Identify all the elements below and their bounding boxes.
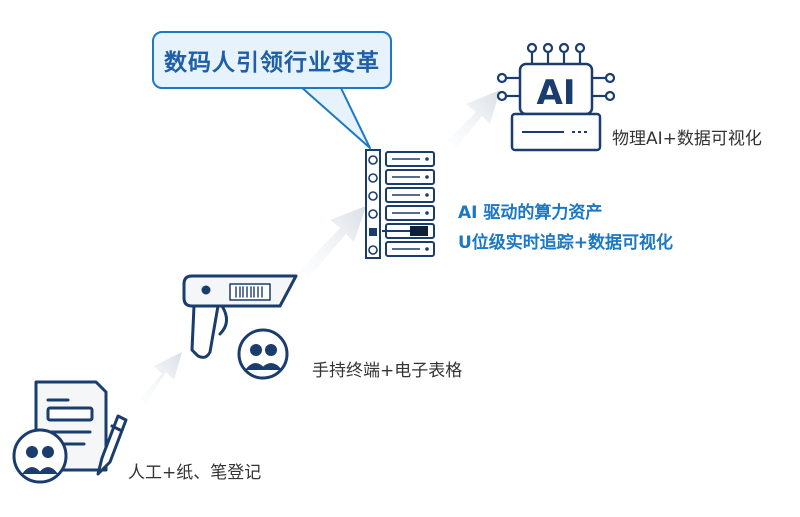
document-pen-icon <box>34 380 128 476</box>
stage-handheld-label: 手持终端+电子表格 <box>312 361 463 381</box>
server-rack-icon <box>365 149 435 259</box>
arrow-icon <box>300 206 366 278</box>
stage-manual-label: 人工+纸、笔登记 <box>128 463 262 483</box>
stage-physical-ai-label: 物理AI+数据可视化 <box>612 129 762 149</box>
user-group-icon <box>237 328 289 380</box>
ai-chip-icon: AI <box>496 42 616 152</box>
user-group-icon <box>12 428 68 484</box>
stage-ai-driven-line1: AI 驱动的算力资产 <box>458 203 603 223</box>
ai-chip-label: AI <box>537 73 576 113</box>
arrow-icon <box>140 352 182 404</box>
barcode-scanner-icon <box>182 274 298 359</box>
arrow-icon <box>448 90 500 148</box>
stage-ai-driven-line2: U位级实时追踪+数据可视化 <box>458 233 674 253</box>
stage-ai-driven-text: AI 驱动的算力资产 U位级实时追踪+数据可视化 <box>458 198 673 258</box>
bubble-tail <box>296 82 371 149</box>
headline-bubble: 数码人引领行业变革 <box>152 31 392 89</box>
